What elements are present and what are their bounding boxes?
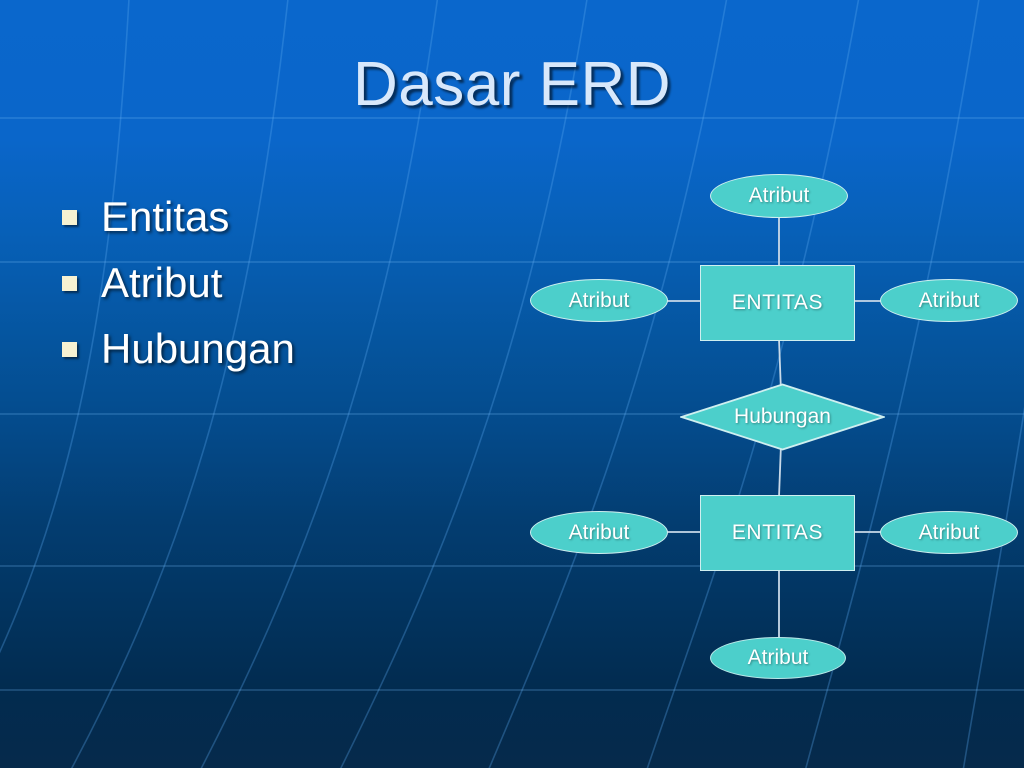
square-bullet-icon bbox=[62, 341, 77, 357]
node-label: ENTITAS bbox=[731, 291, 824, 314]
diamond-shape-icon bbox=[680, 383, 885, 451]
node-label: Atribut bbox=[748, 184, 810, 207]
connector-rel-entity2 bbox=[778, 443, 782, 498]
node-label: Atribut bbox=[568, 520, 630, 544]
erd-attribute-bottom-2[interactable]: Atribut bbox=[710, 637, 846, 679]
erd-attribute-left-2[interactable]: Atribut bbox=[530, 511, 668, 554]
bullet-label: Hubungan bbox=[101, 325, 295, 372]
node-label: Atribut bbox=[568, 288, 630, 312]
list-item: Atribut bbox=[62, 250, 482, 316]
node-label: ENTITAS bbox=[731, 521, 824, 544]
erd-attribute-top-1[interactable]: Atribut bbox=[710, 174, 848, 218]
node-label: Atribut bbox=[918, 520, 980, 544]
bullet-label: Entitas bbox=[101, 193, 230, 240]
bullet-list: Entitas Atribut Hubungan bbox=[62, 184, 482, 382]
erd-entity-2[interactable]: ENTITAS bbox=[700, 495, 855, 571]
erd-attribute-left-1[interactable]: Atribut bbox=[530, 279, 668, 322]
erd-relationship[interactable]: Hubungan bbox=[680, 383, 885, 451]
list-item: Hubungan bbox=[62, 316, 482, 382]
erd-attribute-right-2[interactable]: Atribut bbox=[880, 511, 1018, 554]
node-label: Atribut bbox=[747, 646, 809, 669]
connector-entity1-rel bbox=[778, 338, 782, 393]
bullet-label: Atribut bbox=[101, 259, 223, 306]
node-label: Atribut bbox=[918, 288, 980, 312]
list-item: Entitas bbox=[62, 184, 482, 250]
square-bullet-icon bbox=[62, 209, 77, 225]
erd-attribute-right-1[interactable]: Atribut bbox=[880, 279, 1018, 322]
square-bullet-icon bbox=[62, 275, 77, 291]
erd-entity-1[interactable]: ENTITAS bbox=[700, 265, 855, 341]
node-label: Hubungan bbox=[734, 405, 831, 428]
slide-title: Dasar ERD bbox=[352, 50, 671, 119]
